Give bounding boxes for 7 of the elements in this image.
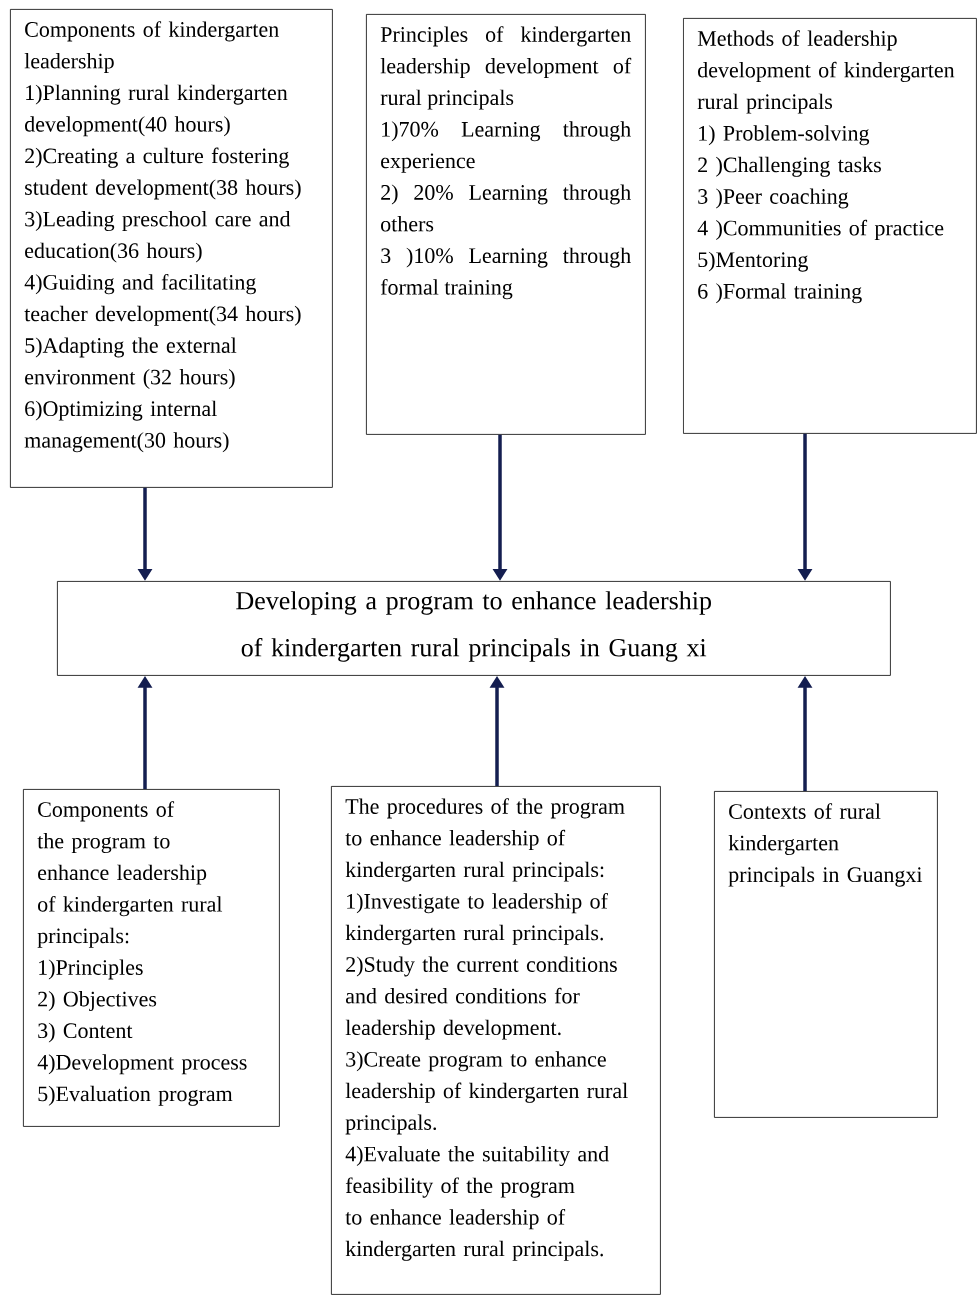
text-box: Contexts of rural kindergarten principals in Guangxi (714, 791, 938, 1118)
text-box: Components of the program to enhance leadership of kindergarten rural principals: 1)Principles 2) Objectives 3) Content 4)Development process 5)Evaluation program (23, 789, 280, 1127)
text-box: The procedures of the program to enhance leadership of kindergarten rural principals: 1)Investigate to leadership of kindergarten rural principals. 2)Study the current conditions and desired conditions for leadership development. 3)Create program to enhance leadership of kindergarten rural principals. 4)Evaluate the suitability and feasibility of the program to enhance leadership of kindergarten rural principals. (331, 786, 661, 1295)
text-box: Principles of kindergarten leadership development of rural principals 1)70% Learning through experience 2) 20% Learning through others 3 )10% Learning through formal training (366, 14, 646, 435)
text-box: Methods of leadership development of kindergarten rural principals 1) Problem-solving 2 )Challenging tasks 3 )Peer coaching 4 )Communities of practice 5)Mentoring 6 )Formal training (683, 18, 977, 434)
text-box: Developing a program to enhance leadership of kindergarten rural principals in Guang xi (57, 581, 891, 676)
text-box: Components of kindergarten leadership 1)Planning rural kindergarten development(40 hours) 2)Creating a culture fostering student development(38 hours) 3)Leading preschool care and education(36 hours) 4)Guiding and facilitating teacher development(34 hours) 5)Adapting the external environment (32 hours) 6)Optimizing internal management(30 hours) (10, 9, 333, 488)
